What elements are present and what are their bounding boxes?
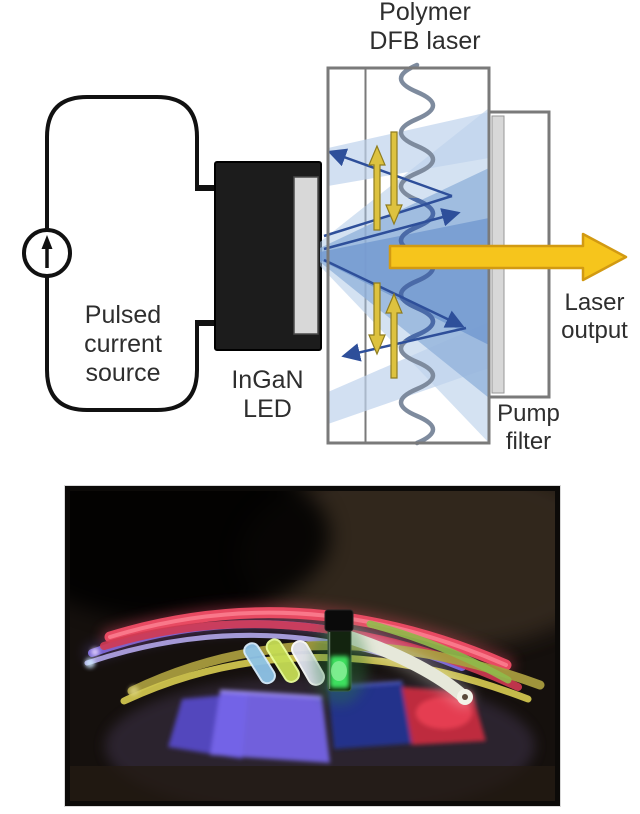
pump-band-upper: [328, 112, 489, 186]
tube-end-glow: [91, 648, 99, 656]
pump-ray: [323, 208, 461, 251]
emission-arrow-down: [385, 131, 403, 226]
laser-output-label: Laser output: [561, 289, 628, 344]
laser-output-arrow: [388, 232, 628, 282]
dye-vial: [312, 609, 368, 705]
uv-photo-canvas: [70, 491, 555, 801]
diagram-canvas: [22, 62, 628, 446]
tube-end-glow: [129, 686, 139, 696]
tube-end-glow: [85, 658, 95, 668]
capsule-cyan: [243, 642, 276, 685]
vial-cap: [324, 609, 354, 632]
led-wire-stubs: [195, 185, 216, 326]
pump-ray: [323, 194, 453, 238]
pump-filter-label: Pump filter: [497, 400, 560, 455]
uv-photo: [65, 486, 560, 806]
shadow-top-left: [70, 491, 330, 621]
current-source-icon: [22, 228, 72, 278]
sample-capsules: [243, 638, 325, 686]
ingan-led-chip: [214, 161, 322, 351]
led-facet: [293, 176, 319, 335]
slab-purple-front: [210, 691, 330, 763]
ingan-led-label: InGaN LED: [231, 366, 304, 423]
polymer-dfb-laser-label: Polymer DFB laser: [369, 0, 481, 55]
emission-arrows: [368, 131, 403, 379]
dfb-laser-diagram: Polymer DFB laser Pulsed current source …: [22, 0, 628, 455]
capsule-green: [265, 638, 301, 683]
pulsed-current-source-label: Pulsed current source: [84, 301, 162, 387]
emission-arrow-up: [385, 292, 403, 379]
tube-green: [366, 620, 512, 684]
emission-arrow-down: [368, 282, 386, 356]
pump-ray: [323, 258, 465, 328]
emission-arrow-up: [368, 144, 386, 231]
foreground-shadow: [70, 766, 555, 801]
pump-ray: [341, 326, 467, 362]
